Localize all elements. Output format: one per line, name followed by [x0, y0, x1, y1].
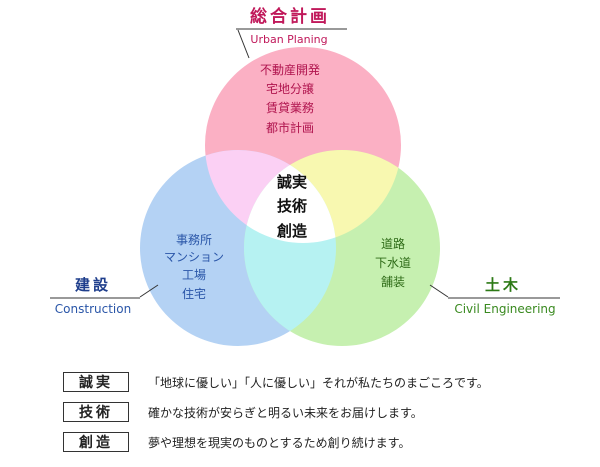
civil-item: 道路 — [381, 236, 405, 251]
venn-diagram: 総合計画 Urban Planing 不動産開発 宅地分譲 賃貸業務 都市計画 … — [50, 6, 560, 346]
legend-description: 夢や理想を現実のものとするため創り続けます。 — [148, 435, 411, 450]
legend-term: 技術 — [63, 402, 129, 422]
urban-item: 賃貸業務 — [266, 100, 314, 115]
urban-title: 総合計画 — [250, 6, 330, 27]
civil-subtitle: Civil Engineering — [454, 302, 555, 316]
construction-subtitle: Construction — [55, 302, 131, 316]
overlap-center — [244, 150, 336, 243]
legend-term: 誠実 — [63, 372, 129, 392]
construction-leader-line — [139, 284, 159, 298]
urban-item: 不動産開発 — [260, 62, 320, 77]
civil-item: 下水道 — [375, 256, 411, 270]
urban-item: 都市計画 — [266, 120, 314, 135]
center-item: 技術 — [277, 197, 307, 215]
urban-item: 宅地分譲 — [266, 81, 314, 96]
center-item: 創造 — [276, 222, 307, 240]
legend-row: 誠実 「地球に優しい」「人に優しい」それが私たちのまごころです。 — [63, 372, 489, 392]
construction-item: マンション — [164, 250, 224, 264]
legend-description: 「地球に優しい」「人に優しい」それが私たちのまごころです。 — [148, 375, 489, 390]
urban-subtitle: Urban Planing — [250, 33, 327, 46]
legend-row: 創造 夢や理想を現実のものとするため創り続けます。 — [63, 432, 410, 452]
legend-row: 技術 確かな技術が安らぎと明るい未来をお届けします。 — [63, 402, 423, 422]
construction-item: 工場 — [182, 268, 206, 282]
legend-term: 創造 — [63, 432, 129, 452]
urban-leader-line — [237, 29, 250, 59]
legend-description: 確かな技術が安らぎと明るい未来をお届けします。 — [148, 405, 423, 420]
civil-title: 土木 — [485, 276, 521, 294]
construction-item: 住宅 — [182, 286, 206, 301]
civil-leader-line — [429, 284, 449, 298]
construction-title: 建設 — [75, 276, 111, 294]
construction-item: 事務所 — [176, 233, 212, 247]
civil-item: 舗装 — [381, 275, 405, 289]
center-item: 誠実 — [277, 173, 307, 191]
